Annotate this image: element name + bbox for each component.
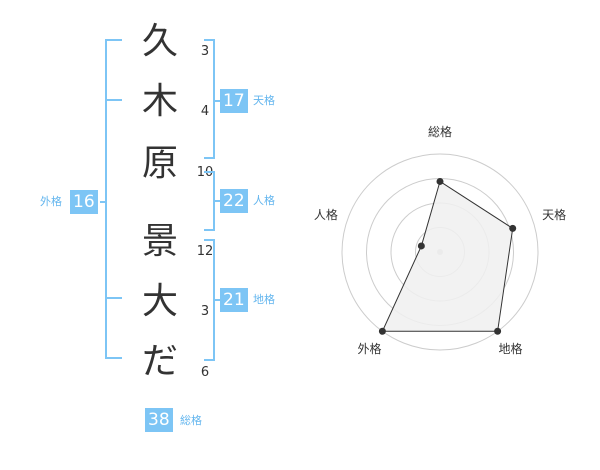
radar-polygon bbox=[381, 180, 514, 332]
radar-axis-label-jinkaku: 人格 bbox=[313, 207, 338, 222]
radar-point-0 bbox=[436, 177, 444, 185]
radar-axis-label-soukaku: 総格 bbox=[427, 125, 452, 139]
radar-point-1 bbox=[509, 224, 517, 232]
radar-point-3 bbox=[378, 327, 386, 335]
radar-axis-label-gaikaku: 外格 bbox=[357, 342, 382, 357]
stroke-count-1: 3 bbox=[200, 44, 210, 59]
stroke-count-5: 3 bbox=[200, 304, 210, 319]
chikaku-label: 地格 bbox=[253, 293, 275, 306]
soukaku-value-badge: 38 bbox=[145, 408, 173, 432]
name-char-1: 久 bbox=[141, 21, 178, 62]
radar-axis-label-chikaku: 地格 bbox=[498, 342, 523, 357]
gaikaku-value-badge: 16 bbox=[70, 190, 98, 214]
tenkaku-value-badge: 17 bbox=[220, 89, 248, 113]
name-char-6: だ bbox=[141, 341, 178, 382]
radar-point-4 bbox=[417, 242, 425, 250]
tenkaku-bracket bbox=[204, 39, 215, 159]
soukaku-label: 総格 bbox=[180, 414, 202, 427]
jinkaku-value-badge: 22 bbox=[220, 189, 248, 213]
radar-ring bbox=[341, 153, 539, 351]
stroke-count-2: 4 bbox=[200, 104, 210, 119]
stroke-count-4: 12 bbox=[196, 244, 214, 259]
gaikaku-label: 外格 bbox=[40, 195, 62, 208]
stroke-count-6: 6 bbox=[200, 365, 210, 380]
tenkaku-label: 天格 bbox=[253, 94, 275, 107]
radar-axis-label-tenkaku: 天格 bbox=[542, 207, 567, 222]
gaikaku-bracket bbox=[105, 39, 122, 359]
name-char-2: 木 bbox=[141, 81, 178, 122]
name-char-5: 大 bbox=[141, 281, 178, 322]
name-char-3: 原 bbox=[141, 143, 178, 184]
jinkaku-label: 人格 bbox=[253, 194, 275, 207]
radar-point-2 bbox=[494, 327, 502, 335]
chikaku-value-badge: 21 bbox=[220, 288, 248, 312]
name-char-4: 景 bbox=[141, 221, 178, 262]
